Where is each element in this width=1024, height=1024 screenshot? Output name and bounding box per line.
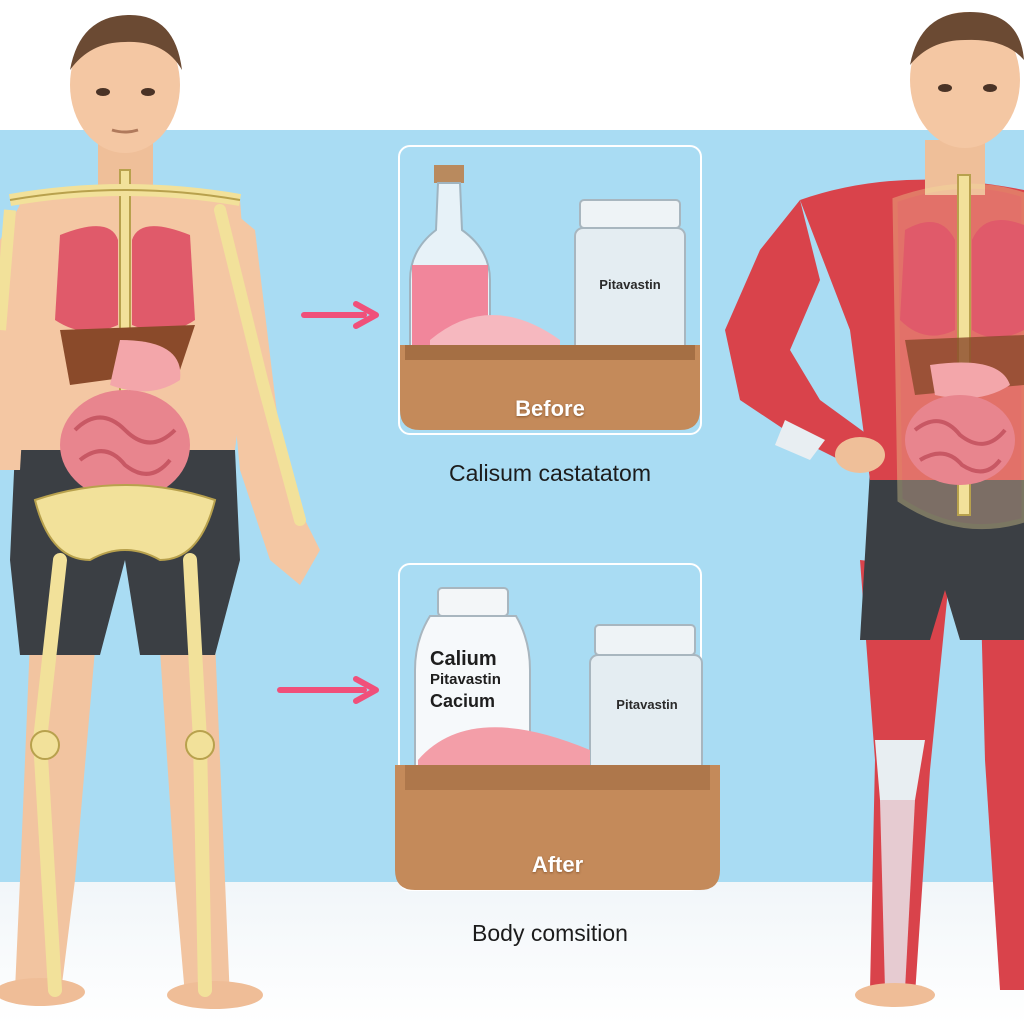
jar-label: Pitavastin bbox=[616, 697, 678, 712]
jar-label: Pitavastin bbox=[599, 277, 661, 292]
before-panel bbox=[398, 145, 702, 435]
arrow-icon bbox=[301, 301, 379, 329]
after-label: After bbox=[531, 852, 584, 877]
top-caption: Calisum castatatom bbox=[449, 460, 651, 486]
before-label: Before bbox=[515, 396, 585, 421]
bottle-label-line: Pitavastin bbox=[430, 671, 501, 688]
bottle-label-line: Calium bbox=[430, 648, 497, 670]
arrow-icon bbox=[277, 676, 379, 704]
bottle-label-line: Cacium bbox=[430, 691, 496, 711]
bottom-caption: Body comsition bbox=[472, 920, 628, 946]
